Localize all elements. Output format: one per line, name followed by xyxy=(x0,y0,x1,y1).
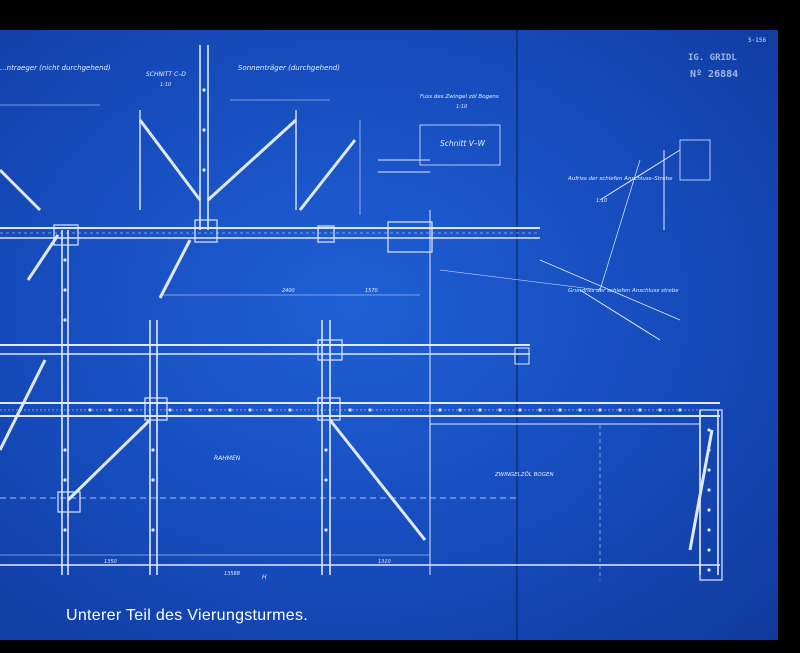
middle-girder xyxy=(0,344,530,355)
stamp-line-2: Nº 26884 xyxy=(690,69,738,80)
dim-1310: 1310 xyxy=(378,559,391,565)
label-schnitt-cd: SCHNITT C–D xyxy=(146,71,186,78)
label-zwingel-bogen: ZWINGELZÖL BOGEN xyxy=(494,471,554,478)
technical-drawing: ...ntraeger (nicht durchgehend) Sonnentr… xyxy=(0,37,766,581)
label-scale-a: 1:10 xyxy=(160,82,171,88)
stamp-line-1: IG. GRIDL xyxy=(688,53,737,63)
archive-stamp: IG. GRIDL Nº 26884 5-156 xyxy=(688,37,766,80)
label-schnitt-vw: Schnitt V–W xyxy=(440,139,486,148)
vertical-posts xyxy=(61,45,719,575)
lower-girder xyxy=(0,402,720,425)
label-rahmen: RAHMEN xyxy=(214,455,241,462)
label-grundriss: Grundriss der schiefen Anschluss strebe xyxy=(568,288,679,294)
label-sonnentraeger: Sonnenträger (durchgehend) xyxy=(238,64,340,72)
detail-frames xyxy=(378,124,711,230)
diagonal-braces xyxy=(0,118,714,551)
sheet-fold-line xyxy=(516,30,518,640)
label-fuss: Fuss des Zwingel zöl Bogens xyxy=(420,94,499,100)
dim-h: H xyxy=(262,574,267,581)
label-scale-b: 1:10 xyxy=(456,104,467,110)
dim-13588: 13588 xyxy=(224,571,240,577)
dim-2400: 2400 xyxy=(282,288,295,294)
drawing-caption: Unterer Teil des Vierungsturmes. xyxy=(66,607,309,624)
gusset-plates xyxy=(53,219,723,581)
label-aufriss: Aufriss der schiefen Anschluss–Strebe xyxy=(567,176,673,182)
blueprint-sheet xyxy=(0,30,778,640)
stamp-corner: 5-156 xyxy=(748,37,766,44)
dim-1350: 1350 xyxy=(104,559,117,565)
upper-girder xyxy=(0,227,540,239)
dim-1570: 1570 xyxy=(365,288,378,294)
label-scale-c: 1:10 xyxy=(596,198,607,204)
dimension-lines xyxy=(0,99,601,580)
rivet-rows xyxy=(63,88,711,572)
label-traeger: ...ntraeger (nicht durchgehend) xyxy=(0,64,111,72)
drawing-labels: ...ntraeger (nicht durchgehend) Sonnentr… xyxy=(0,64,679,581)
